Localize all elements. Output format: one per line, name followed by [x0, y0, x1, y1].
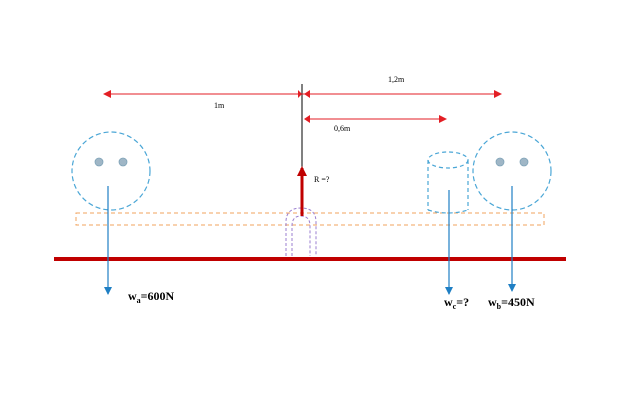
dimension-right-far-label: 1,2m	[388, 75, 405, 84]
person-b-head	[472, 131, 552, 211]
person-a-eye-left	[94, 157, 104, 167]
reaction-label: R =?	[314, 175, 330, 184]
person-b-eye-left	[495, 157, 505, 167]
person-a-head	[71, 131, 151, 211]
seesaw-board	[75, 212, 545, 226]
weight-c-label: wc=?	[444, 295, 469, 311]
dimension-right-near-label: 0,6m	[334, 124, 351, 133]
dimension-left-label: 1m	[214, 101, 225, 110]
weight-a-label: wa=600N	[128, 289, 175, 305]
dimension-left-end-arrow	[298, 90, 302, 98]
person-b-eye-right	[519, 157, 529, 167]
object-c-cylinder	[427, 151, 469, 214]
weight-b-label: wb=450N	[488, 295, 535, 311]
person-a-eye-right	[118, 157, 128, 167]
